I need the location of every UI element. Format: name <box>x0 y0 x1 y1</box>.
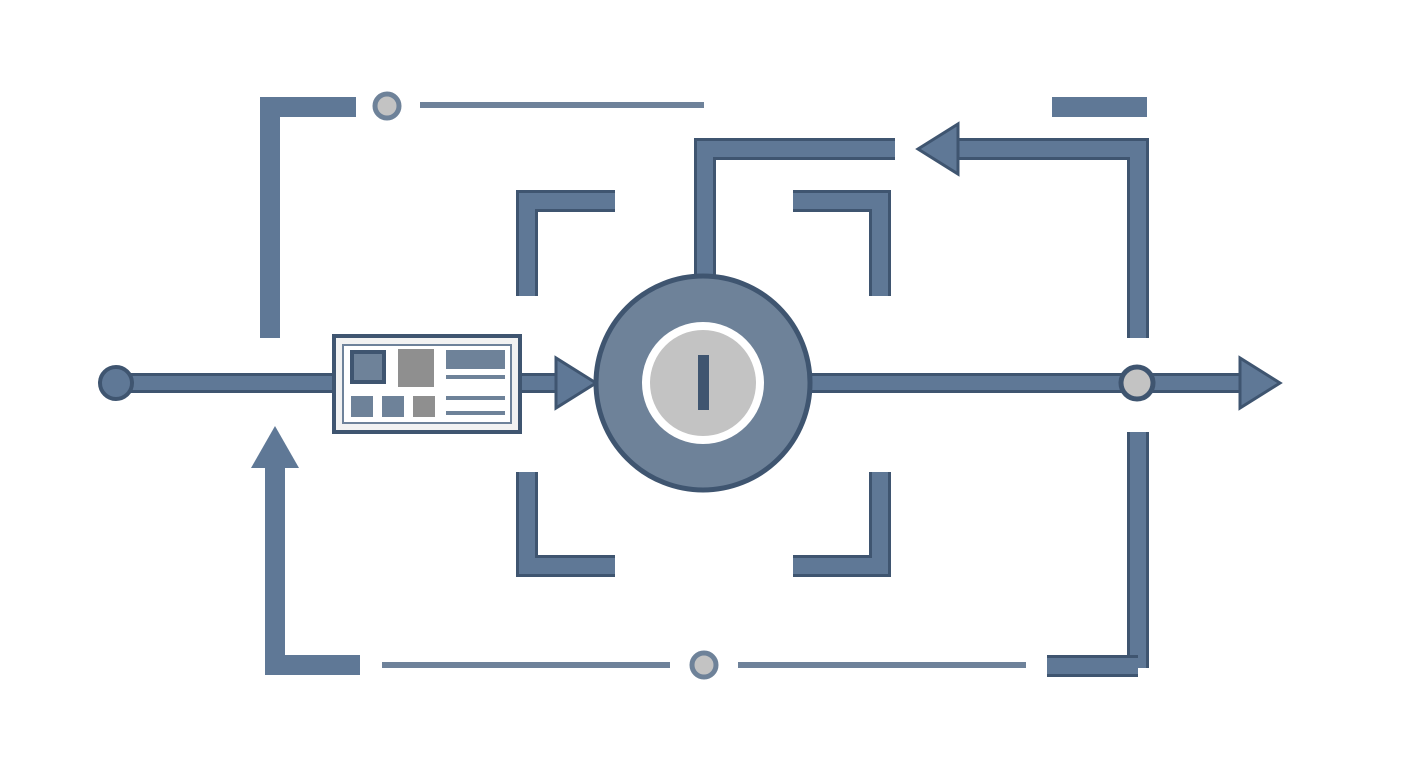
return-arrow-icon <box>915 121 960 177</box>
process-arrow-icon <box>554 355 599 411</box>
output-arrow-icon <box>1238 355 1283 411</box>
feedback-arrow-icon <box>251 426 299 468</box>
bottom-feedback-loop <box>251 426 1138 680</box>
input-node-icon <box>98 365 134 401</box>
dashboard-card-icon <box>332 334 522 434</box>
main-flow <box>98 355 1283 411</box>
bottom-node-icon <box>689 650 719 680</box>
top-node-icon <box>372 91 402 121</box>
top-left-bracket <box>260 91 704 338</box>
central-processor-icon <box>593 273 813 493</box>
output-node-icon <box>1118 364 1156 402</box>
focus-brackets <box>516 190 891 577</box>
top-right-bar <box>1052 97 1147 117</box>
upper-feedback-loop <box>694 121 1149 338</box>
